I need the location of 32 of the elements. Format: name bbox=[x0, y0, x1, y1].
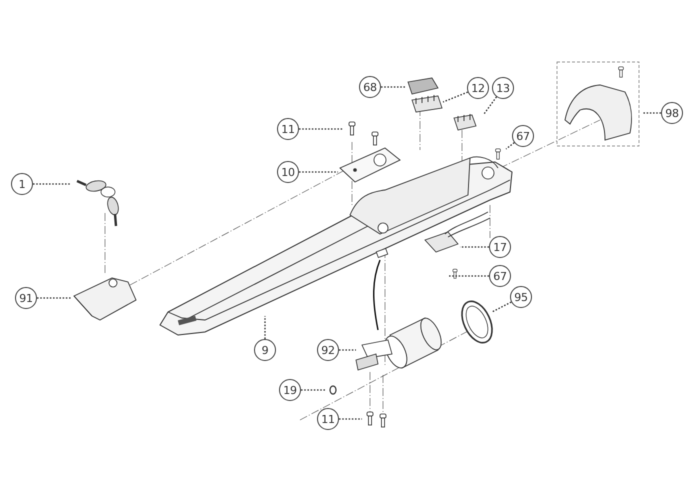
leader-line bbox=[483, 96, 498, 114]
leader-line bbox=[642, 112, 661, 114]
callout-number: 98 bbox=[661, 102, 683, 124]
leader-line bbox=[492, 301, 512, 313]
leader-line bbox=[299, 128, 343, 130]
callout-number: 91 bbox=[15, 287, 37, 309]
leader-line bbox=[264, 316, 266, 339]
leader-line bbox=[339, 349, 356, 351]
leader-line bbox=[301, 389, 325, 391]
leader-line bbox=[33, 183, 71, 185]
callout-number: 13 bbox=[492, 77, 514, 99]
leader-line bbox=[37, 297, 72, 299]
callout-number: 11 bbox=[317, 408, 339, 430]
callout-number: 67 bbox=[512, 125, 534, 147]
callout-number: 19 bbox=[279, 379, 301, 401]
leader-line bbox=[339, 418, 362, 420]
callout-number: 67 bbox=[489, 265, 511, 287]
callout-number: 68 bbox=[359, 76, 381, 98]
leader-line bbox=[448, 275, 489, 277]
leader-line bbox=[299, 171, 338, 173]
leader-line bbox=[460, 246, 489, 248]
leader-line bbox=[506, 142, 515, 150]
leader-line bbox=[381, 86, 406, 88]
callout-number: 95 bbox=[510, 286, 532, 308]
leader-line bbox=[442, 91, 468, 103]
callout-number: 9 bbox=[254, 339, 276, 361]
callout-number: 12 bbox=[467, 77, 489, 99]
callout-number: 17 bbox=[489, 236, 511, 258]
callout-number: 92 bbox=[317, 339, 339, 361]
callout-number: 1 bbox=[11, 173, 33, 195]
callout-number: 11 bbox=[277, 118, 299, 140]
callout-number: 10 bbox=[277, 161, 299, 183]
